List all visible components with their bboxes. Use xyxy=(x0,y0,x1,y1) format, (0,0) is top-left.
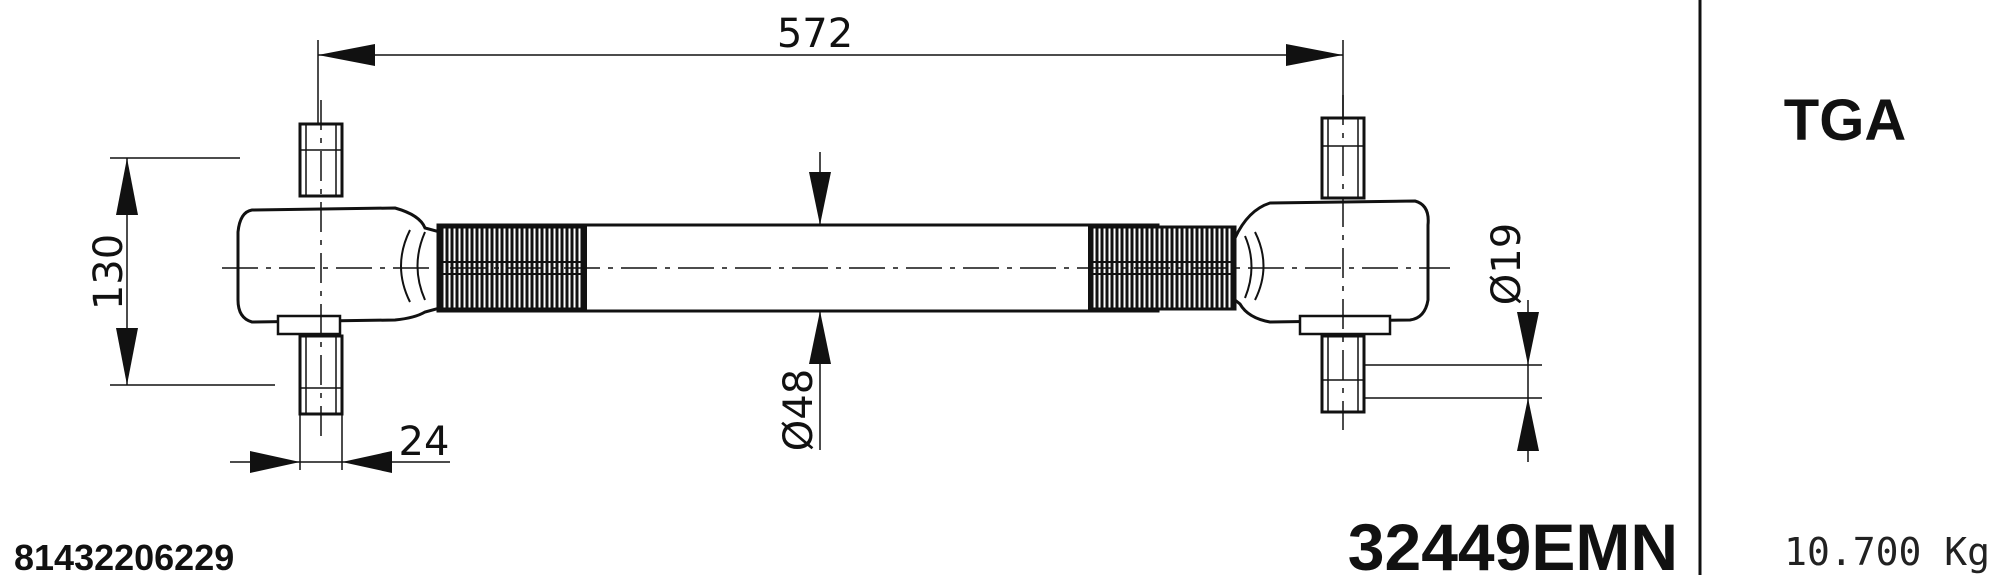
left-eye-housing xyxy=(236,122,442,416)
dimension-bolt-diameter: Ø19 xyxy=(1364,223,1542,462)
weight-label: 10.700 Kg xyxy=(1784,530,1990,574)
dimension-length-label: 572 xyxy=(777,11,853,57)
right-eye-housing xyxy=(1233,116,1430,414)
dimension-height-label: 130 xyxy=(86,234,132,310)
dimension-tube-diameter: Ø48 xyxy=(776,152,831,451)
dimension-height: 130 xyxy=(86,157,275,386)
dimension-bolt-width-label: 24 xyxy=(399,419,450,465)
dimension-length: 572 xyxy=(317,11,1344,125)
dimension-bolt-diameter-label: Ø19 xyxy=(1484,223,1530,305)
oem-number: 81432206229 xyxy=(14,537,234,575)
model-label: TGA xyxy=(1784,88,1906,153)
part-number: 32449EMN xyxy=(1348,510,1678,575)
dimension-tube-diameter-label: Ø48 xyxy=(776,369,822,451)
dimension-bolt-width: 24 xyxy=(230,414,450,473)
